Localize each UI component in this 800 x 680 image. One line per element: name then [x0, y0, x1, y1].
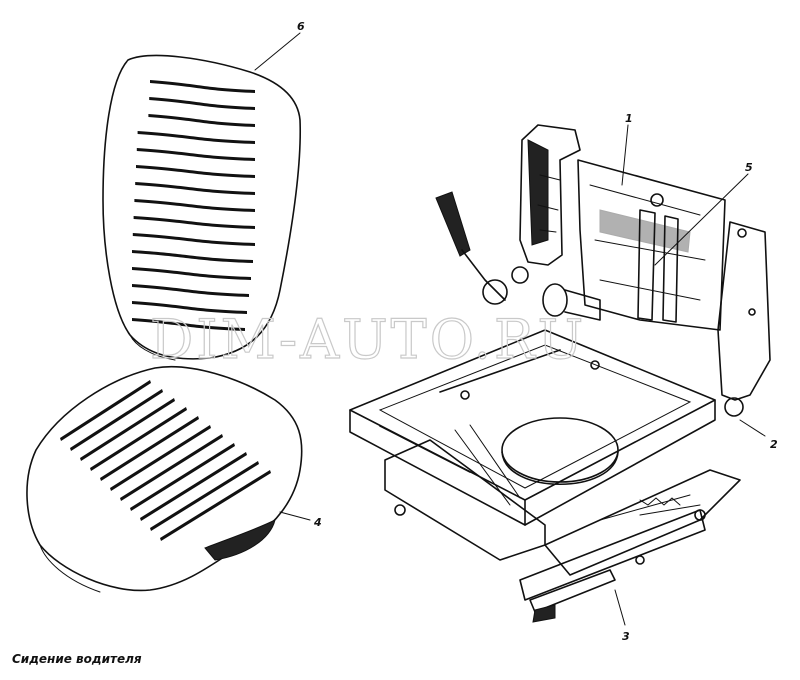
- backrest-slot: [132, 250, 253, 263]
- callout-2: 2: [770, 438, 778, 451]
- seat-slot: [60, 380, 151, 441]
- seat-cushion: [26, 365, 303, 593]
- seat-frame-mechanism: [349, 124, 771, 623]
- seat-cushion-slots: [60, 380, 271, 541]
- callout-4: 4: [313, 516, 322, 529]
- seat-slot: [90, 407, 187, 471]
- seat-slot: [70, 389, 163, 451]
- figure-caption: Сидение водителя: [12, 652, 142, 666]
- callout-6: 6: [297, 20, 305, 33]
- callout-1: 1: [625, 112, 633, 125]
- backrest-slot: [132, 301, 247, 314]
- backrest-slot: [136, 165, 255, 178]
- seat-slot: [80, 398, 175, 461]
- backrest-slot: [137, 131, 255, 144]
- seat-slot: [150, 461, 259, 531]
- backrest-cushion: [102, 54, 302, 361]
- backrest-slots: [132, 80, 255, 331]
- backrest-slot: [133, 216, 255, 229]
- seat-slot: [100, 416, 199, 481]
- seat-slot: [130, 443, 235, 511]
- leader-lines: [254, 32, 766, 626]
- seat-slot: [110, 425, 211, 491]
- backrest-slot: [132, 267, 251, 280]
- backrest-slot: [132, 318, 245, 331]
- callout-5: 5: [745, 161, 753, 174]
- backrest-slot: [132, 284, 249, 297]
- backrest-slot: [149, 97, 255, 110]
- seat-slot: [120, 434, 223, 501]
- backrest-slot: [136, 148, 255, 161]
- backrest-slot: [134, 199, 255, 212]
- seat-slot: [160, 470, 271, 541]
- backrest-slot: [148, 114, 255, 127]
- backrest-slot: [150, 80, 255, 93]
- seat-slot: [140, 452, 247, 521]
- backrest-slot: [135, 182, 255, 195]
- backrest-slot: [132, 233, 255, 246]
- callout-3: 3: [622, 630, 630, 643]
- watermark-text: DIM-AUTO.RU: [150, 308, 586, 371]
